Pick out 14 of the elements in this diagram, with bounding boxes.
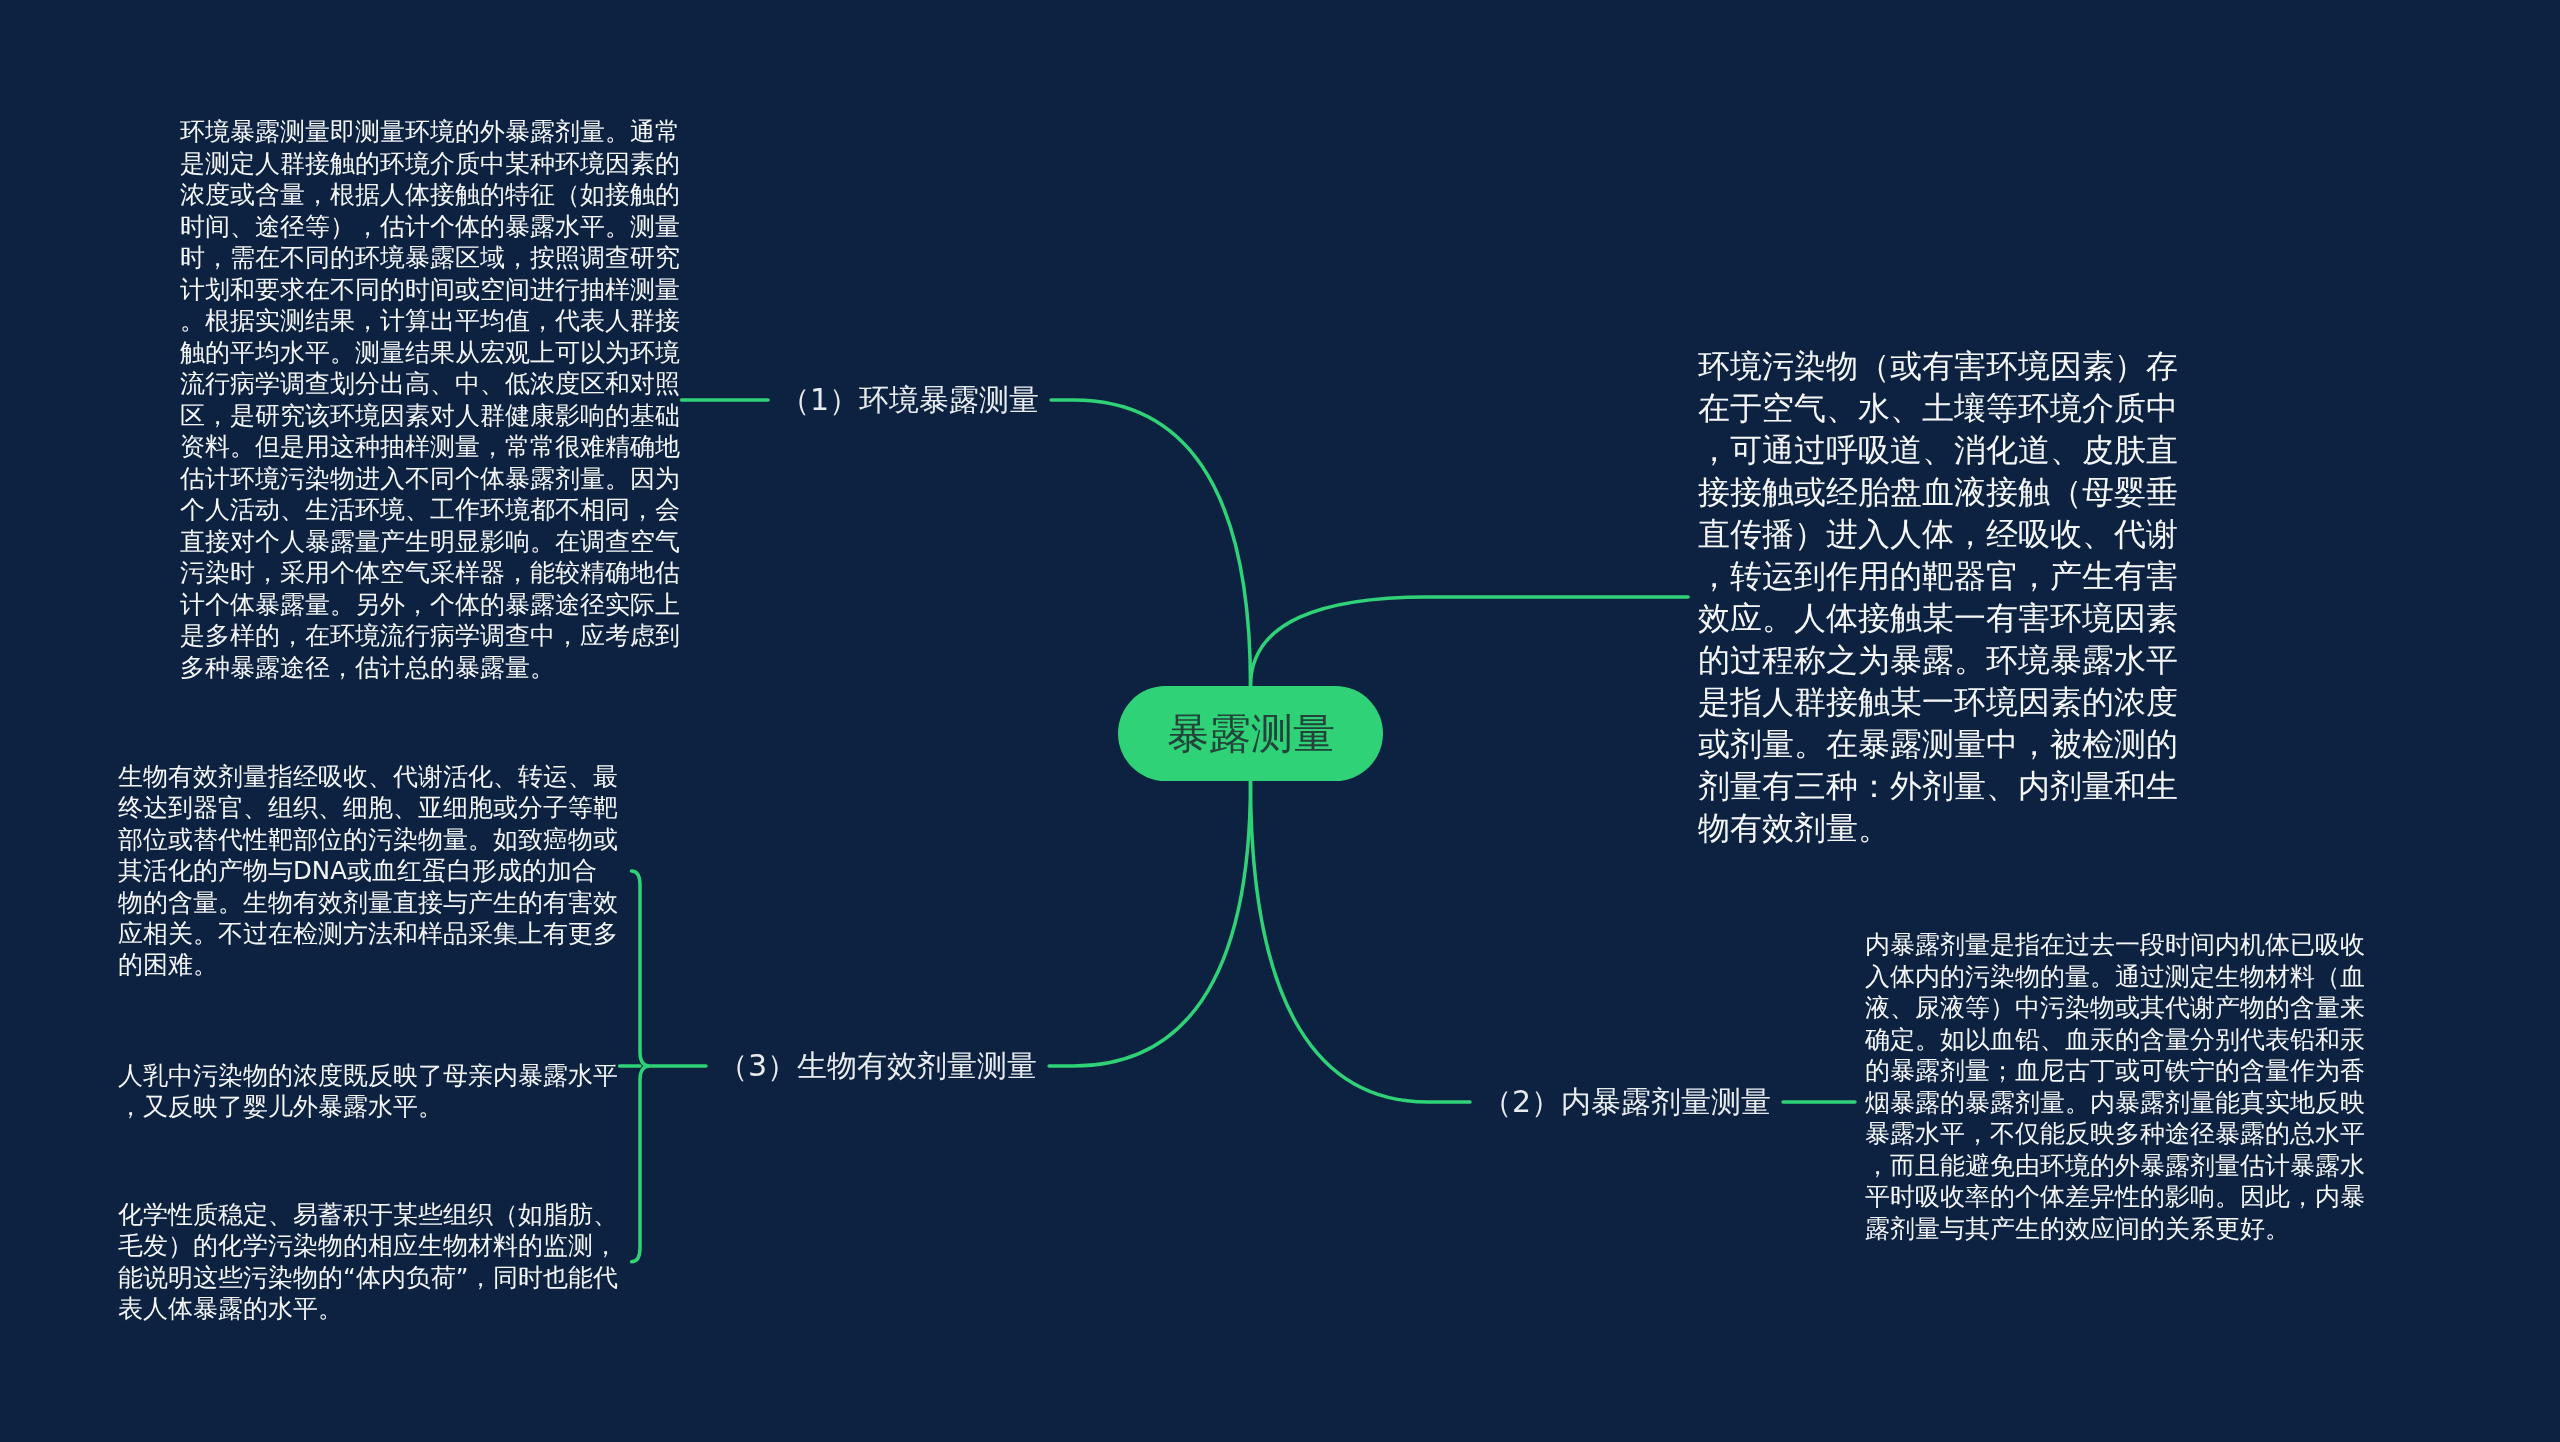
central-topic: 暴露测量 (1118, 686, 1383, 781)
note-paragraph: 人乳中污染物的浓度既反映了母亲内暴露水平，又反映了婴儿外暴露水平。 (118, 1060, 620, 1123)
note-paragraph: 环境暴露测量即测量环境的外暴露剂量。通常是测定人群接触的环境介质中某种环境因素的浓度或含量，根据人体接触的特征（如接触的时间、途径等），估计个体的暴露水平。测量时，需在不同的环境暴露区域，按照调查研究计划和要求在不同的时间或空间进行抽样测量。根据实测结果，计算出平均值，代表人群接触的平均水平。测量结果从宏观上可以为环境流行病学调查划分出高、中、低浓度区和对照区，是研究该环境因素对人群健康影响的基础资料。但是用这种抽样测量，常常很难精确地估计环境污染物进入不同个体暴露剂量。因为个人活动、生活环境、工作环境都不相同，会直接对个人暴露量产生明显影响。在调查空气污染时，采用个体空气采样器，能较精确地估计个体暴露量。另外，个体的暴露途径实际上是多样的，在环境流行病学调查中，应考虑到多种暴露途径，估计总的暴露量。 (180, 116, 682, 683)
note-paragraph: 生物有效剂量指经吸收、代谢活化、转运、最终达到器官、组织、细胞、亚细胞或分子等靶部位或替代性靶部位的污染物量。如致癌物或其活化的产物与DNA或血红蛋白形成的加合物的含量。生物有效剂量直接与产生的有害效应相关。不过在检测方法和样品采集上有更多的困难。 (118, 761, 632, 981)
topic-label: （3）生物有效剂量测量 (706, 1046, 1050, 1086)
topic-label: （2）内暴露剂量测量 (1470, 1082, 1784, 1122)
connector-line (1781, 1100, 1857, 1104)
topic-label: （1）环境暴露测量 (768, 380, 1052, 420)
connector-line (679, 398, 770, 402)
note-paragraph: 化学性质稳定、易蓄积于某些组织（如脂肪、毛发）的化学污染物的相应生物材料的监测，能说明这些污染物的“体内负荷”，同时也能代表人体暴露的水平。 (118, 1199, 632, 1325)
note-paragraph: 环境污染物（或有害环境因素）存在于空气、水、土壤等环境介质中，可通过呼吸道、消化道、皮肤直接接触或经胎盘血液接触（母婴垂直传播）进入人体，经吸收、代谢，转运到作用的靶器官，产生有害效应。人体接触某一有害环境因素的过程称之为暴露。环境暴露水平是指人群接触某一环境因素的浓度或剂量。在暴露测量中，被检测的剂量有三种：外剂量、内剂量和生物有效剂量。 (1688, 345, 2180, 849)
note-paragraph: 内暴露剂量是指在过去一段时间内机体已吸收入体内的污染物的量。通过测定生物材料（血液、尿液等）中污染物或其代谢产物的含量来确定。如以血铅、血汞的含量分别代表铅和汞的暴露剂量；血尼古丁或可铁宁的含量作为香烟暴露的暴露剂量。内暴露剂量能真实地反映暴露水平，不仅能反映多种途径暴露的总水平，而且能避免由环境的外暴露剂量估计暴露水平时吸收率的个体差异性的影响。因此，内暴露剂量与其产生的效应间的关系更好。 (1855, 929, 2367, 1244)
branch-line (1248, 595, 1690, 688)
branch-line (1047, 779, 1253, 1068)
